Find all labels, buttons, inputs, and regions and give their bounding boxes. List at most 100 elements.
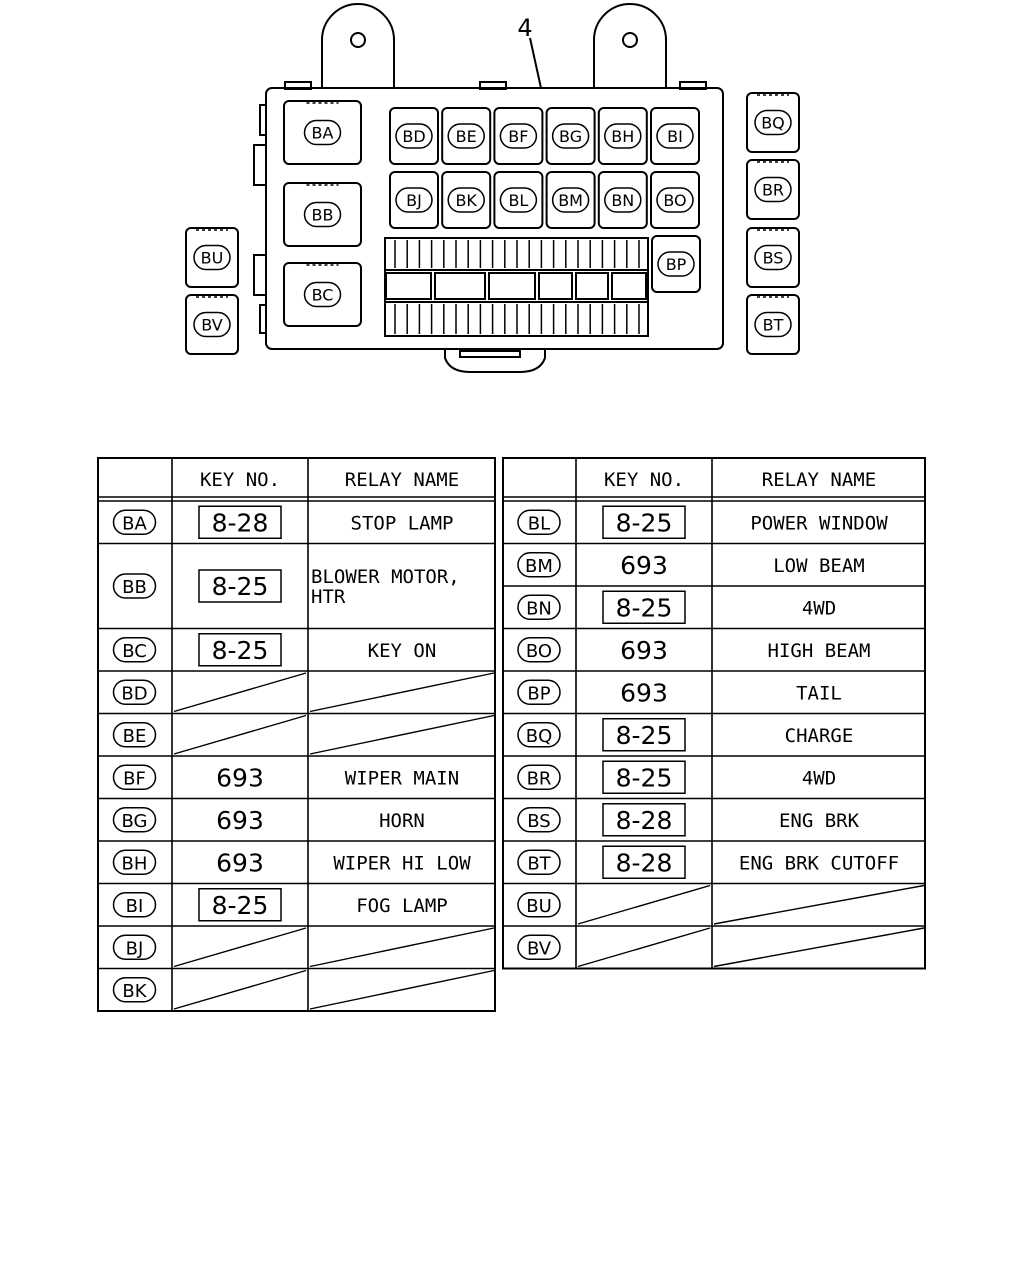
relay-bs: BS [746, 227, 800, 288]
relay-id: BH [122, 853, 148, 874]
relay-id-oval [517, 552, 561, 578]
empty-key-slash [577, 884, 711, 925]
relay-label-oval [193, 244, 231, 271]
relay-id-oval [112, 934, 157, 960]
relay-id-oval [112, 722, 157, 748]
key-no-box [198, 633, 282, 667]
key-no: 8-28 [212, 508, 269, 537]
relay-label: BC [312, 286, 334, 305]
relay-bg: BG [545, 107, 596, 165]
relay-label: BV [201, 316, 222, 335]
header-key-no: KEY NO. [200, 469, 280, 491]
empty-name-slash [713, 927, 925, 968]
key-no-box [198, 888, 282, 922]
relay-name: POWER WINDOW [750, 512, 888, 534]
key-no: 8-25 [616, 593, 673, 622]
relay-name: CHARGE [785, 725, 854, 747]
table-row: BE [112, 714, 495, 755]
relay-id: BK [122, 981, 147, 1002]
relay-id: BD [121, 683, 147, 704]
relay-id-oval [517, 637, 561, 663]
relay-name: ENG BRK [779, 810, 860, 832]
relay-bf: BF [493, 107, 544, 165]
relay-label-oval [395, 123, 433, 149]
relay-label-oval [656, 187, 694, 213]
relay-bv: BV [185, 294, 239, 355]
key-no: 8-25 [212, 636, 269, 665]
relay-id-oval [112, 679, 157, 705]
header-relay-name: RELAY NAME [762, 469, 876, 491]
relay-br: BR [746, 159, 800, 220]
relay-bn: BN [597, 171, 648, 229]
relay-label-oval [193, 311, 231, 338]
relay-label: BR [762, 181, 784, 200]
relay-id-oval [112, 509, 157, 535]
relay-label: BA [312, 124, 334, 143]
key-no-box [602, 718, 686, 752]
relay-label: BM [558, 191, 583, 210]
relay-id: BE [123, 726, 147, 747]
relay-id-oval [517, 509, 561, 535]
key-no-box [602, 505, 686, 539]
relay-id: BL [528, 513, 550, 534]
right-bolt-hole [622, 32, 638, 48]
empty-name-slash [309, 672, 495, 713]
table-row: BD [112, 672, 495, 713]
relay-label-oval [754, 244, 792, 271]
key-no: 693 [620, 551, 668, 580]
relay-be: BE [441, 107, 492, 165]
key-no: 693 [216, 763, 264, 792]
relay-label: BB [312, 206, 334, 225]
relay-label-oval [499, 123, 538, 149]
empty-name-slash [309, 969, 495, 1010]
relay-id-oval [112, 573, 157, 599]
table-row: BC 8-25 KEY ON [112, 633, 437, 667]
empty-key-slash [173, 672, 307, 713]
relay-name: KEY ON [368, 640, 437, 662]
key-no: 693 [620, 678, 668, 707]
relay-id-oval [112, 849, 157, 875]
relay-name: 4WD [802, 767, 836, 789]
relay-id: BI [126, 896, 144, 917]
key-no: 8-25 [212, 572, 269, 601]
table-row: BU [517, 884, 925, 925]
table-row: BK [112, 969, 495, 1010]
relay-id: BJ [126, 938, 144, 959]
relay-id: BR [527, 768, 552, 789]
relay-label-oval [395, 187, 433, 213]
relay-bt: BT [746, 294, 800, 355]
relay-id-oval [517, 764, 561, 790]
relay-id-oval [112, 637, 157, 663]
left-bolt-hole [350, 32, 366, 48]
callout-leader [529, 37, 542, 89]
relay-label-oval [499, 187, 538, 213]
empty-key-slash [577, 927, 711, 968]
relay-bo: BO [650, 171, 700, 229]
relay-id: BU [526, 896, 552, 917]
relay-bp: BP [651, 235, 701, 293]
key-no-box [602, 845, 686, 879]
relay-id-oval [517, 679, 561, 705]
relay-bi: BI [650, 107, 700, 165]
relay-id-oval [112, 892, 157, 918]
relay-id: BC [122, 641, 147, 662]
relay-id-oval [517, 722, 561, 748]
relay-id-oval [112, 977, 157, 1003]
empty-name-slash [309, 714, 495, 755]
key-no: 693 [216, 806, 264, 835]
relay-label-oval [303, 201, 342, 228]
relay-name: 4WD [802, 597, 836, 619]
empty-name-slash [309, 927, 495, 968]
relay-label: BL [508, 191, 528, 210]
empty-key-slash [173, 927, 307, 968]
